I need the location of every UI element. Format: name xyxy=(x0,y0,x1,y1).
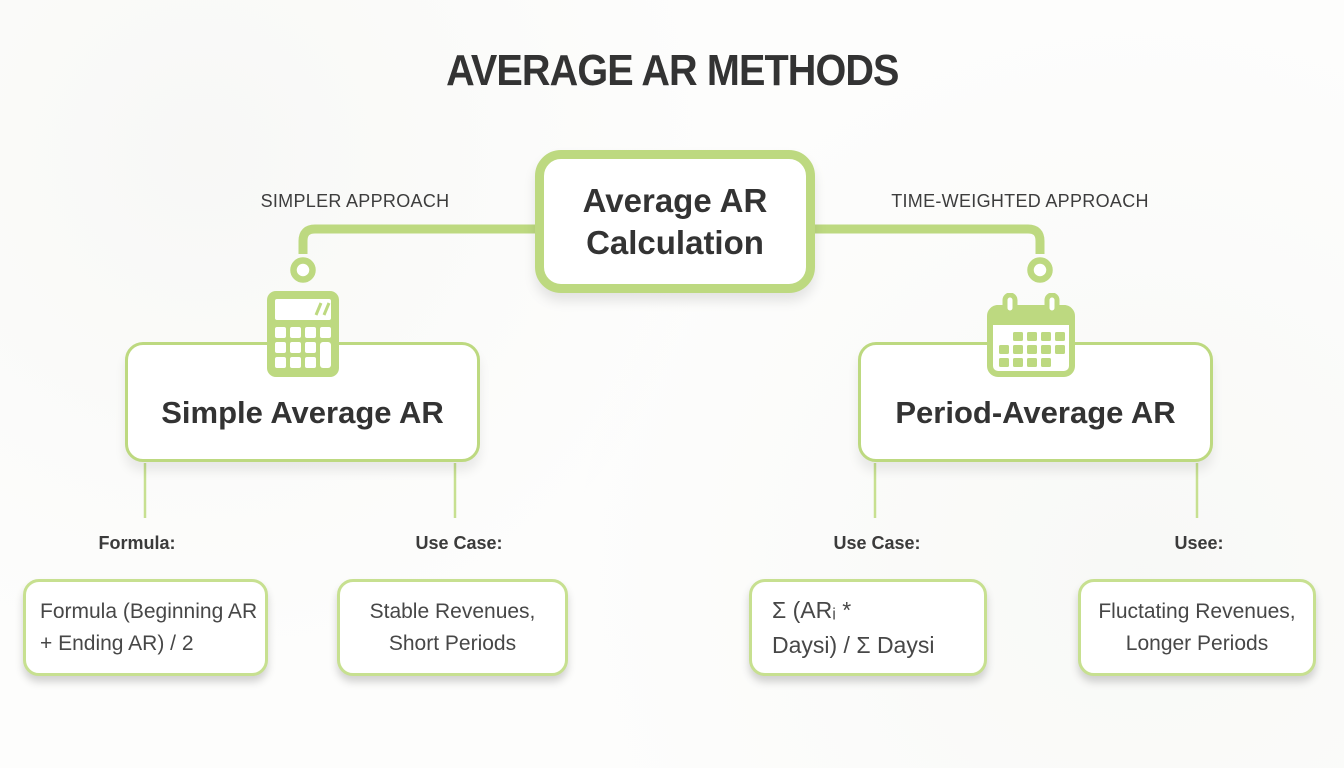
connector-left-terminal xyxy=(290,257,316,283)
detail-box-usee-text: Fluctating Revenues, Longer Periods xyxy=(1098,600,1296,655)
node-period-average-ar-label: Period-Average AR xyxy=(895,395,1176,430)
detail-box-use-case-left-text: Stable Revenues, Short Periods xyxy=(369,600,536,655)
calendar-icon xyxy=(987,293,1075,377)
detail-label-formula: Formula: xyxy=(98,533,176,553)
connector-right xyxy=(815,224,1045,254)
detail-box-use-case-right-text: Σ (ARᵢ * Daysi) / Σ Daysi xyxy=(772,597,935,658)
node-average-ar-calculation: Average AR Calculation xyxy=(535,150,815,293)
detail-box-formula: Formula (Beginning AR + Ending AR) / 2 xyxy=(23,579,268,676)
root-node-label: Average AR Calculation xyxy=(582,182,768,261)
detail-box-formula-text: Formula (Beginning AR + Ending AR) / 2 xyxy=(40,600,258,655)
detail-box-use-case-right: Σ (ARᵢ * Daysi) / Σ Daysi xyxy=(749,579,987,676)
detail-label-use-case-left: Use Case: xyxy=(415,533,503,553)
detail-label-usee: Usee: xyxy=(1174,533,1224,553)
connector-right-terminal xyxy=(1027,257,1053,283)
calculator-icon xyxy=(267,291,339,377)
detail-box-use-case-left: Stable Revenues, Short Periods xyxy=(337,579,568,676)
page-title-text: AVERAGE AR METHODS xyxy=(445,46,899,95)
branch-label-simpler-approach: SIMPLER APPROACH xyxy=(260,191,450,211)
detail-label-use-case-right: Use Case: xyxy=(833,533,921,553)
detail-box-usee: Fluctating Revenues, Longer Periods xyxy=(1078,579,1316,676)
node-simple-average-ar-label: Simple Average AR xyxy=(161,395,444,430)
page-title: AVERAGE AR METHODS xyxy=(0,46,1344,96)
branch-label-time-weighted-approach: TIME-WEIGHTED APPROACH xyxy=(891,191,1149,211)
connector-left xyxy=(298,224,535,254)
